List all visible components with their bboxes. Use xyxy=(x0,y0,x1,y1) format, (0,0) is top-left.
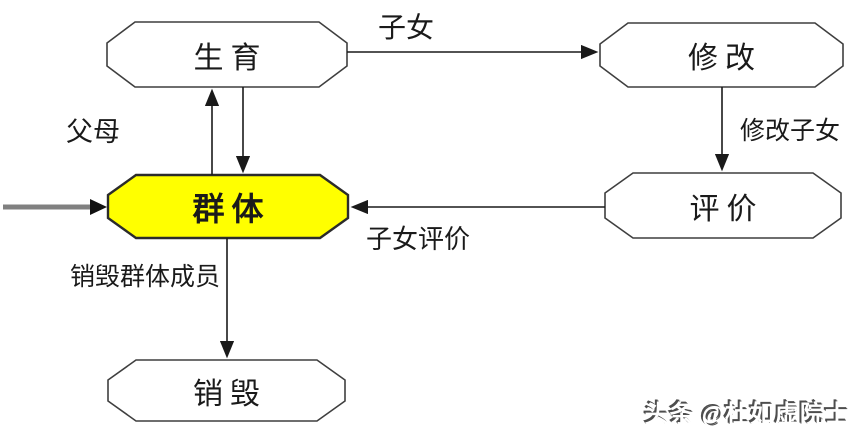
node-population-shape xyxy=(106,173,350,240)
node-evaluate-shape xyxy=(604,172,842,239)
node-modify-shape xyxy=(599,22,844,88)
watermark-toutiao: 头条 @杜如虚院士 xyxy=(644,402,850,428)
node-birth-shape xyxy=(106,21,348,88)
entry-arrow-head xyxy=(90,199,107,215)
node-destroy-shape xyxy=(107,359,346,422)
